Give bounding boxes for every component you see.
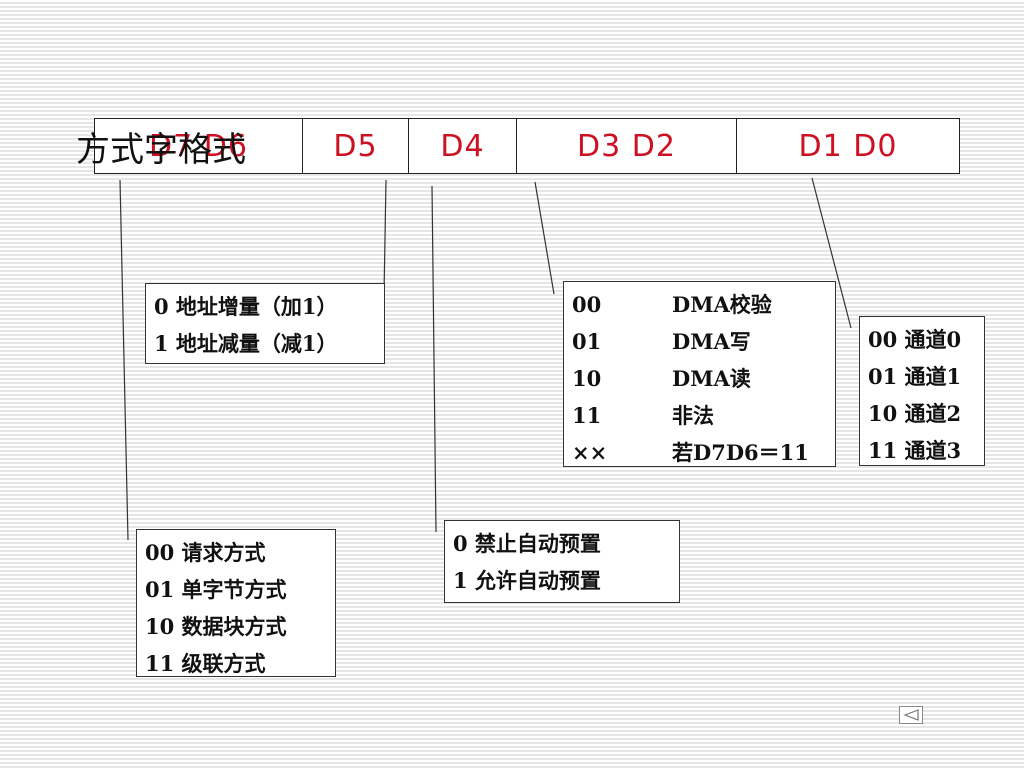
bit-field-row: D7 D6 D5 D4 D3 D2 D1 D0 — [94, 118, 960, 174]
bit-cell-d1d0: D1 D0 — [798, 128, 898, 164]
back-arrow-icon — [903, 709, 919, 721]
d3d2-desc: 若D7D6＝11 — [672, 440, 809, 465]
d1d0-line-0: 00 通道0 — [868, 327, 962, 352]
bit-cell-d3d2: D3 D2 — [517, 119, 737, 173]
d3d2-code: 00 — [572, 292, 602, 317]
d3d2-desc-box: 00 DMA校验 01 DMA写 10 DMA读 11 非法 ×× 若D7D6＝… — [563, 281, 836, 467]
d5-line-0: 0 地址增量（加1） — [154, 294, 338, 319]
d3d2-desc: DMA写 — [672, 329, 751, 354]
d3d2-code: 10 — [572, 366, 602, 391]
d3d2-row: 01 DMA写 — [572, 323, 827, 360]
d4-line-0: 0 禁止自动预置 — [453, 531, 601, 556]
connector-d5 — [383, 179, 387, 296]
d4-line-1: 1 允许自动预置 — [453, 568, 601, 593]
connector-d3d2 — [534, 181, 555, 295]
d4-desc-box: 0 禁止自动预置 1 允许自动预置 — [444, 520, 680, 603]
d3d2-desc: 非法 — [672, 403, 714, 428]
d3d2-row: 11 非法 — [572, 397, 827, 434]
bit-cell-d5: D5 — [303, 119, 409, 173]
connector-d4 — [431, 185, 437, 533]
connector-d1d0 — [811, 177, 852, 329]
d1d0-line-3: 11 通道3 — [868, 438, 962, 463]
d3d2-row: ×× 若D7D6＝11 — [572, 434, 827, 471]
connector-d7d6 — [119, 179, 129, 541]
back-button[interactable] — [899, 706, 923, 724]
d1d0-line-2: 10 通道2 — [868, 401, 962, 426]
d7d6-desc-box: 00 请求方式 01 单字节方式 10 数据块方式 11 级联方式 — [136, 529, 336, 677]
d3d2-row: 00 DMA校验 — [572, 286, 827, 323]
d7d6-line-1: 01 单字节方式 — [145, 577, 287, 602]
d3d2-row: 10 DMA读 — [572, 360, 827, 397]
bit-cell-d4: D4 — [409, 119, 517, 173]
d7d6-line-2: 10 数据块方式 — [145, 614, 287, 639]
d7d6-line-0: 00 请求方式 — [145, 540, 266, 565]
page-title: 方式字格式 — [76, 130, 246, 170]
d1d0-desc-box: 00 通道0 01 通道1 10 通道2 11 通道3 — [859, 316, 985, 466]
d5-desc-box: 0 地址增量（加1） 1 地址减量（减1） — [145, 283, 385, 364]
d3d2-code: 11 — [572, 403, 602, 428]
d3d2-desc: DMA读 — [672, 366, 751, 391]
d7d6-line-3: 11 级联方式 — [145, 651, 266, 676]
d3d2-code: ×× — [572, 440, 608, 465]
d1d0-line-1: 01 通道1 — [868, 364, 962, 389]
d5-line-1: 1 地址减量（减1） — [154, 331, 338, 356]
d3d2-code: 01 — [572, 329, 602, 354]
d3d2-desc: DMA校验 — [672, 292, 772, 317]
bit-cell-d7d6: D7 D6 — [95, 119, 303, 173]
